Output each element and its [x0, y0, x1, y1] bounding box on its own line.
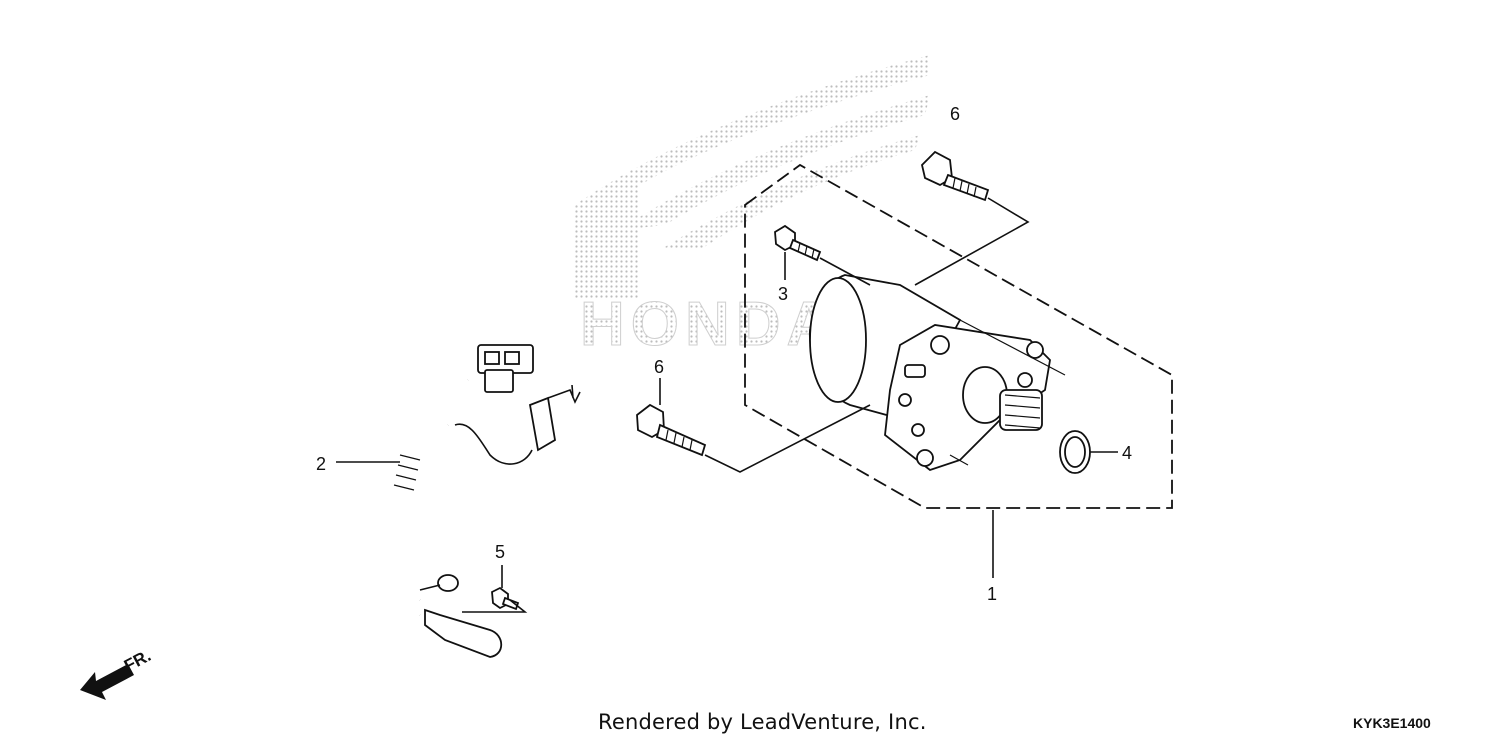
honda-wing-watermark: HONDA — [575, 55, 930, 360]
bolt-bottom — [636, 403, 707, 457]
wire-harness — [381, 344, 581, 658]
assembly-boundary — [744, 163, 1173, 509]
callout-3: 3 — [778, 284, 788, 304]
front-direction-arrow: FR. — [80, 646, 154, 700]
screw-small — [491, 586, 520, 611]
bolt-small — [774, 224, 822, 262]
callout-1: 1 — [987, 584, 997, 604]
starter-motor — [809, 274, 1066, 472]
watermark-text: HONDA — [580, 290, 837, 359]
render-credit: Rendered by LeadVenture, Inc. — [598, 710, 927, 734]
bolt-bottom-leader — [704, 404, 871, 473]
callout-6-bottom: 6 — [654, 357, 664, 377]
diagram-code: KYK3E1400 — [1353, 715, 1431, 731]
callout-4: 4 — [1122, 443, 1132, 463]
callout-6-top: 6 — [950, 104, 960, 124]
callout-2: 2 — [316, 454, 326, 474]
o-ring — [1059, 430, 1091, 474]
bolt-top-leader — [914, 197, 1030, 286]
bolt-top-right — [921, 150, 990, 202]
bolt-3-leader — [819, 257, 871, 286]
callout-5: 5 — [495, 542, 505, 562]
